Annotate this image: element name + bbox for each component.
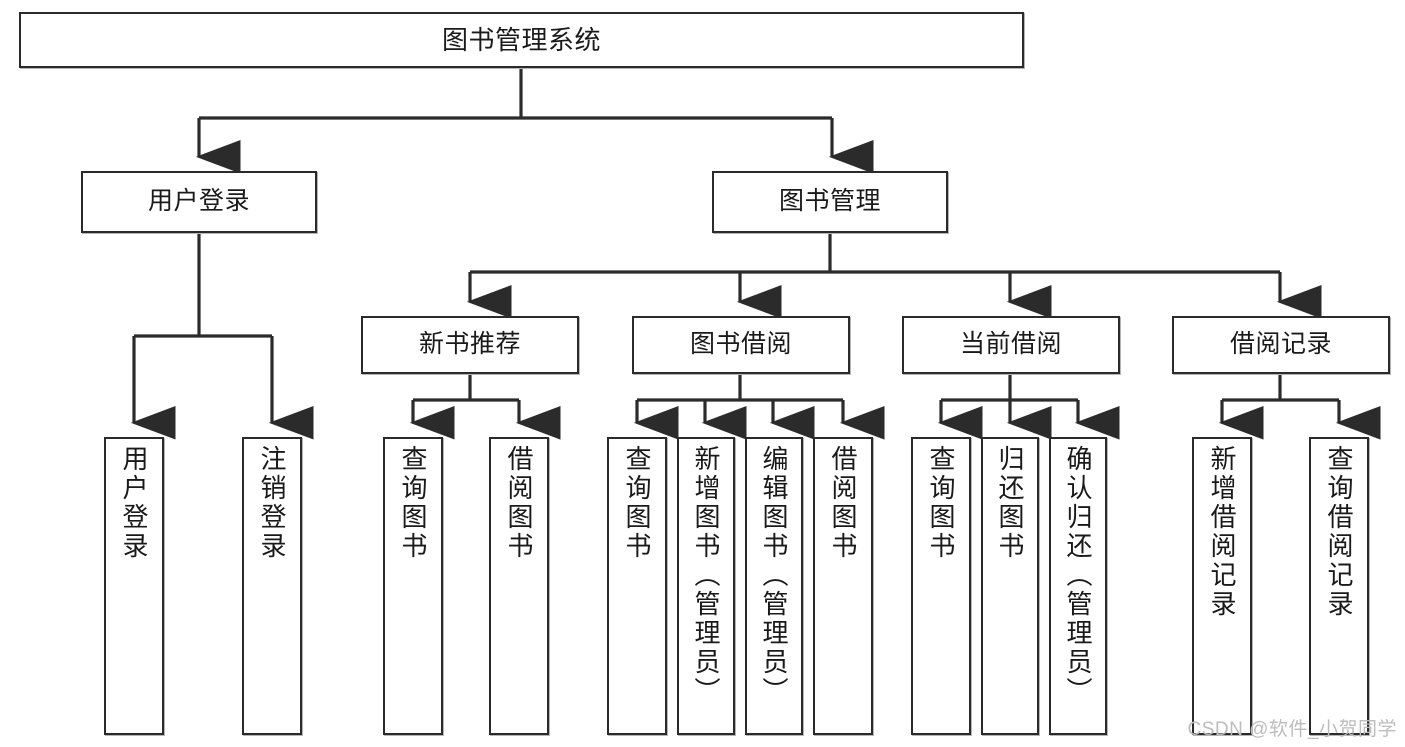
node-label: 当前借阅 [959,330,1062,359]
leaf-user-login-logout[interactable]: 注销登录 [242,437,302,735]
node-label: 新增借阅记录 [1207,445,1237,619]
node-borrow-records[interactable]: 借阅记录 [1172,316,1390,374]
node-label: 新增图书（管理员） [691,445,721,706]
node-label: 用户登录 [119,445,149,561]
node-book-management[interactable]: 图书管理 [712,171,948,233]
node-label: 查询借阅记录 [1324,445,1354,619]
node-label: 新书推荐 [418,330,521,359]
node-label: 借阅记录 [1229,330,1332,359]
node-label: 查询图书 [398,445,428,561]
node-label: 归还图书 [995,445,1025,561]
node-new-book-recommend[interactable]: 新书推荐 [361,316,579,374]
leaf-recommend-borrow-book[interactable]: 借阅图书 [489,437,549,735]
leaf-current-query-book[interactable]: 查询图书 [911,437,971,735]
node-root-system[interactable]: 图书管理系统 [19,12,1024,68]
node-label: 图书管理 [778,187,881,216]
leaf-user-login-login[interactable]: 用户登录 [104,437,164,735]
node-label: 图书借阅 [689,330,792,359]
leaf-borrow-edit-book-admin[interactable]: 编辑图书（管理员） [745,437,803,735]
leaf-borrow-query-book[interactable]: 查询图书 [607,437,667,735]
node-label: 编辑图书（管理员） [759,445,789,706]
node-label: 确认归还（管理员） [1063,445,1093,706]
node-label: 图书管理系统 [441,24,601,55]
node-label: 查询图书 [622,445,652,561]
leaf-records-add-record[interactable]: 新增借阅记录 [1192,437,1252,735]
node-label: 注销登录 [257,445,287,561]
node-current-borrow[interactable]: 当前借阅 [902,316,1120,374]
node-label: 借阅图书 [828,445,858,561]
leaf-borrow-add-book-admin[interactable]: 新增图书（管理员） [677,437,735,735]
leaf-recommend-query-book[interactable]: 查询图书 [383,437,443,735]
node-user-login[interactable]: 用户登录 [81,171,317,233]
node-label: 查询图书 [926,445,956,561]
leaf-records-query-record[interactable]: 查询借阅记录 [1309,437,1369,735]
node-label: 借阅图书 [504,445,534,561]
leaf-borrow-borrow-book[interactable]: 借阅图书 [813,437,873,735]
leaf-current-confirm-return-admin[interactable]: 确认归还（管理员） [1049,437,1107,735]
csdn-watermark: CSDN @软件_小贺同学 [1187,719,1397,740]
leaf-current-return-book[interactable]: 归还图书 [981,437,1039,735]
node-book-borrow[interactable]: 图书借阅 [632,316,850,374]
node-label: 用户登录 [147,187,250,216]
